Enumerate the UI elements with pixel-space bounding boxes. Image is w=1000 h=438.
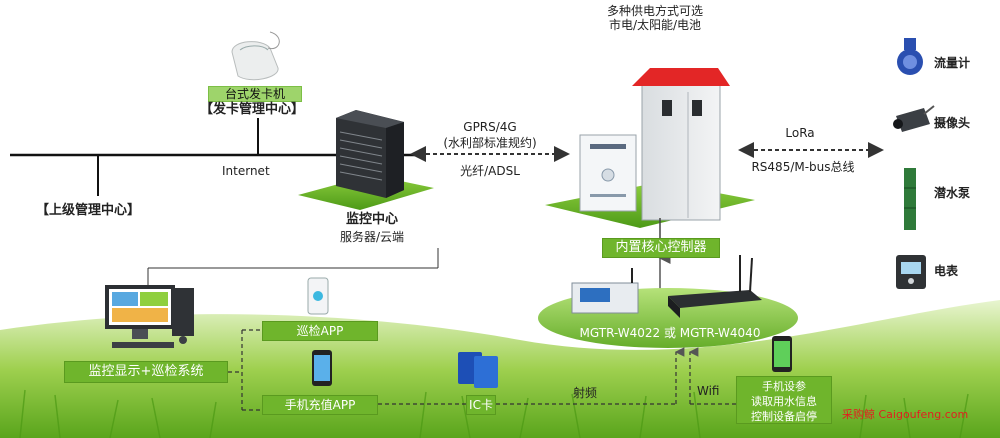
wifi-label: Wifi: [697, 384, 720, 398]
phone-app-icon: [772, 336, 792, 372]
flowmeter-label: 流量计: [934, 56, 971, 70]
lora-label: LoRa: [785, 126, 815, 140]
phone-function-line1: 手机设参: [762, 380, 806, 393]
phone-function-box: 手机设参 读取用水信息 控制设备启停: [736, 376, 832, 424]
controller-w4040-icon: [668, 255, 762, 318]
meter-label: 电表: [934, 264, 959, 278]
ic-card-label: IC卡: [466, 395, 496, 415]
monitor-center-title: 监控中心: [345, 212, 398, 227]
phone-function-line3: 控制设备启停: [751, 410, 817, 423]
card-device-label: 台式发卡机: [208, 86, 302, 102]
internet-label: Internet: [222, 164, 270, 178]
power-note-line2: 市电/太阳能/电池: [608, 18, 702, 33]
card-center-title: 【发卡管理中心】: [200, 102, 305, 117]
camera-label: 摄像头: [934, 116, 971, 130]
controller-box-icon: [579, 134, 637, 212]
monitor-center-subtitle: 服务器/云端: [339, 230, 405, 244]
computer-icon: [105, 285, 194, 348]
pump-icon: [904, 168, 916, 230]
patrol-app-label: 巡检APP: [262, 321, 378, 341]
upper-center-label: 【上级管理中心】: [36, 203, 141, 218]
rs485-label: RS485/M-bus总线: [751, 160, 855, 174]
patrol-phone-icon: [307, 277, 329, 315]
monitor-system-label: 监控显示+巡检系统: [64, 361, 228, 383]
camera-icon: [893, 105, 935, 132]
ic-card-icon: [458, 352, 498, 388]
controller-w4022-icon: [571, 268, 639, 314]
flowmeter-icon: [897, 38, 923, 75]
link-fiber-label: 光纤/ADSL: [460, 164, 520, 178]
power-note: 多种供电方式可选 市电/太阳能/电池: [600, 4, 710, 33]
power-note-line1: 多种供电方式可选: [606, 4, 703, 18]
controller-title: 内置核心控制器: [602, 238, 720, 258]
link-protocol-label: (水利部标准规约): [443, 136, 537, 150]
meter-icon: [896, 255, 926, 289]
server-icon: [336, 110, 404, 198]
pump-label: 潜水泵: [934, 186, 971, 200]
card-reader-icon: [231, 31, 280, 81]
link-gprs-label: GPRS/4G: [463, 120, 517, 134]
cabinet-icon: [632, 68, 730, 221]
watermark: 采购鲸 Caigoufeng.com: [842, 408, 969, 421]
controller-models: MGTR-W4022 或 MGTR-W4040: [579, 326, 761, 340]
grass-blades: [19, 389, 969, 438]
recharge-app-label: 手机充值APP: [262, 395, 378, 415]
rf-label: 射频: [572, 386, 597, 400]
recharge-phone-icon: [312, 350, 332, 386]
phone-function-line2: 读取用水信息: [751, 395, 817, 408]
